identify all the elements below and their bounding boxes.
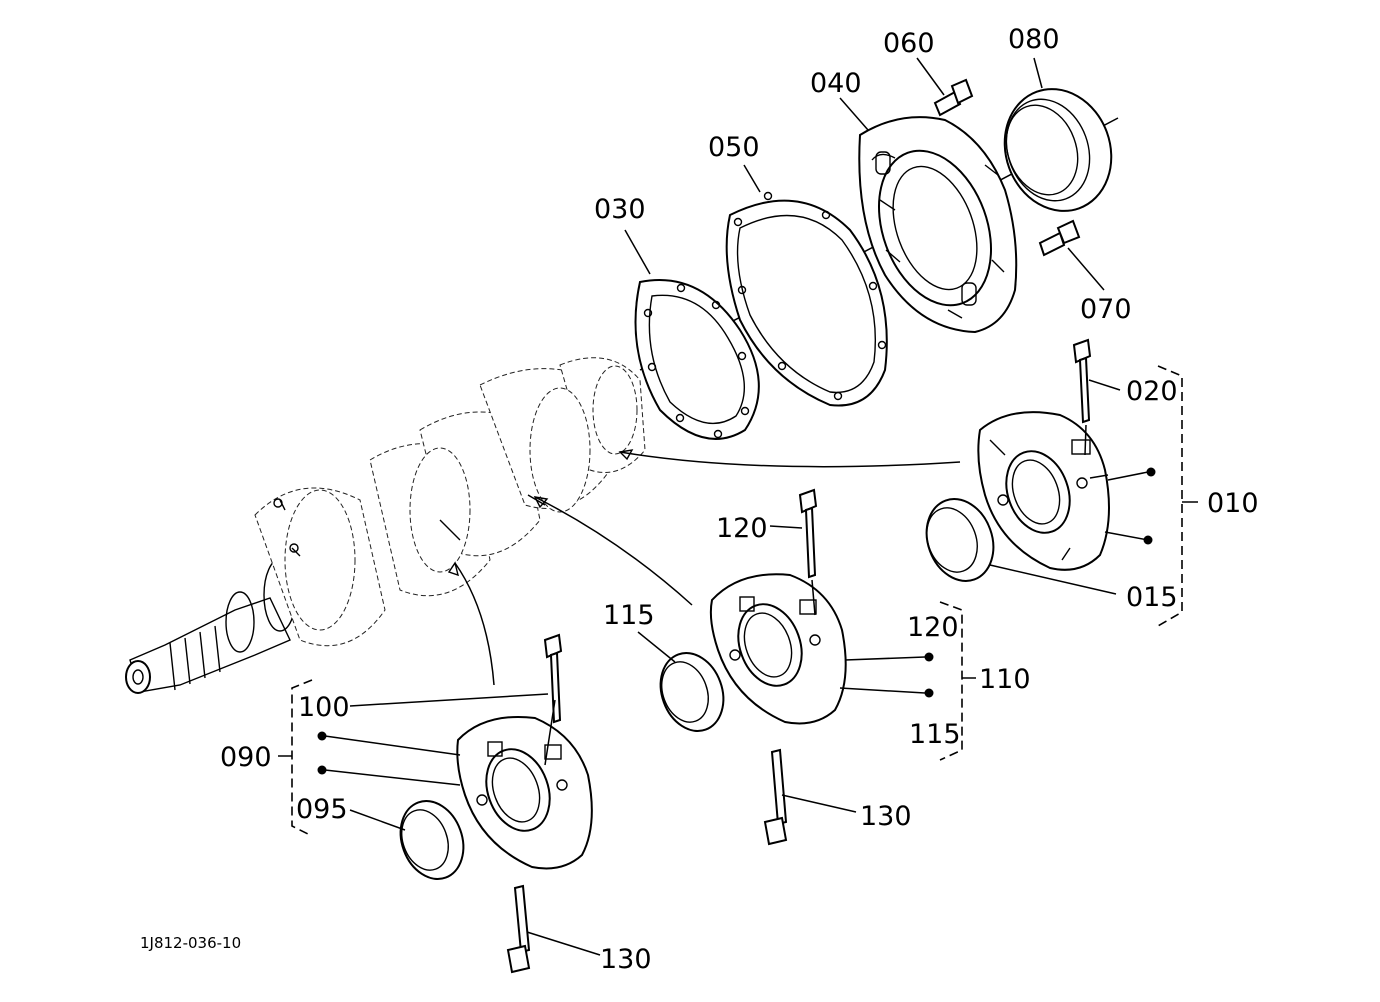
label-020: 020 (1126, 376, 1178, 407)
label-015: 015 (1126, 582, 1178, 613)
bracket-010 (1157, 365, 1183, 627)
bearing-case-110 (709, 573, 847, 725)
arrow-journal-to-090 (454, 562, 495, 686)
label-115: 115 (603, 600, 655, 631)
bracket-110 (939, 601, 963, 761)
gasket-050 (725, 191, 888, 407)
bolt-120 (798, 488, 818, 579)
label-110-sub-115: 115 (909, 719, 961, 750)
label-050: 050 (708, 132, 760, 163)
stud-130-bottom (506, 884, 531, 974)
oil-seal-080 (1003, 88, 1113, 212)
seal-case-040 (858, 116, 1018, 334)
leader-lines (324, 57, 1149, 956)
bolt-100 (543, 633, 563, 724)
label-110-sub-120: 120 (907, 612, 959, 643)
label-095: 095 (296, 794, 348, 825)
label-090: 090 (220, 742, 272, 773)
bearing-case-010 (977, 411, 1110, 571)
label-040: 040 (810, 68, 862, 99)
gasket-030 (634, 279, 760, 440)
label-030: 030 (594, 194, 646, 225)
bearing-shell-115 (659, 652, 725, 732)
label-060: 060 (883, 28, 935, 59)
bolt-060 (933, 78, 974, 117)
label-010: 010 (1207, 488, 1259, 519)
bearing-shell-095 (399, 800, 465, 880)
stud-130-center (763, 748, 788, 846)
bracket-090 (291, 679, 313, 837)
bearing-case-090 (456, 715, 593, 870)
bolt-020 (1072, 338, 1092, 424)
diagram-code: 1J812-036-10 (140, 934, 241, 952)
label-130-bottom: 130 (600, 944, 652, 975)
arrow-journal-to-110 (534, 496, 693, 606)
arrow-journal-to-010 (619, 451, 961, 468)
label-120: 120 (716, 513, 768, 544)
label-070: 070 (1080, 294, 1132, 325)
bolt-070 (1038, 219, 1081, 257)
bearing-shell-015 (925, 498, 995, 582)
label-080: 080 (1008, 24, 1060, 55)
label-110: 110 (979, 664, 1031, 695)
crankshaft (125, 357, 646, 694)
label-100: 100 (298, 692, 350, 723)
label-130-center: 130 (860, 801, 912, 832)
